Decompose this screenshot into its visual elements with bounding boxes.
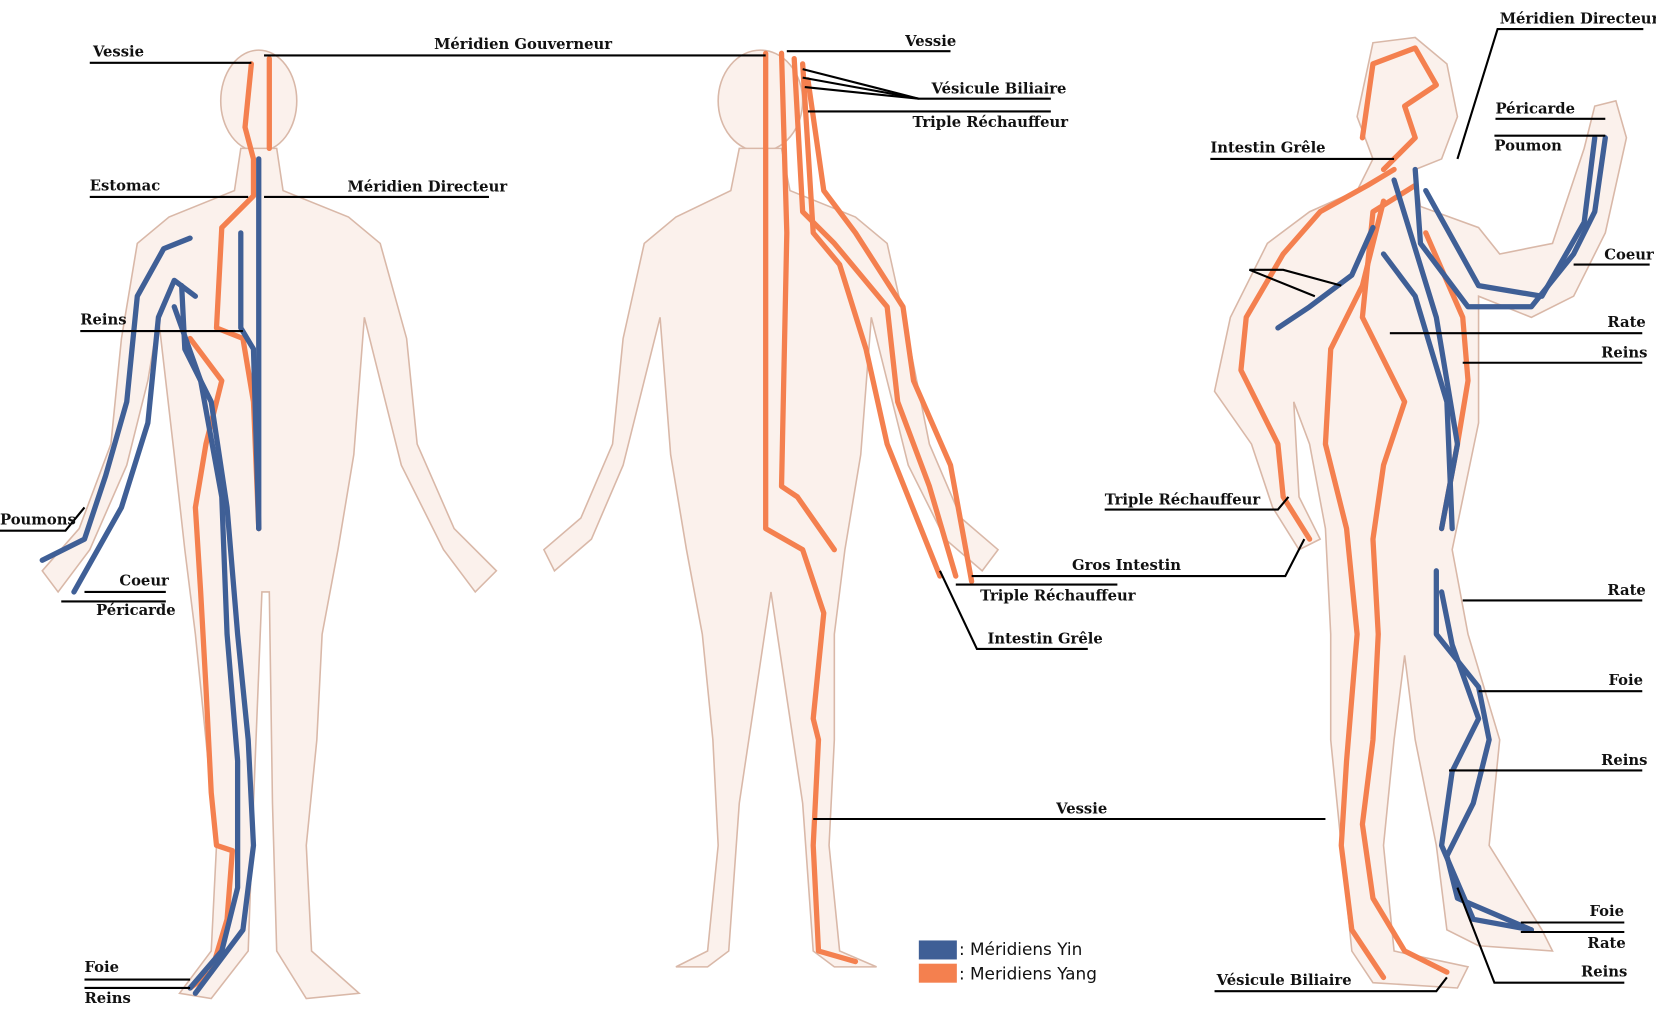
label-side-foie-knee: Foie [1608,672,1643,689]
label-front-estomac: Estomac [90,178,160,195]
label-back-vessie: Vessie [904,33,956,50]
label-front-pericarde: Péricarde [96,602,176,619]
label-side-pericarde: Péricarde [1495,101,1575,118]
label-side-poumon: Poumon [1494,137,1562,154]
label-back-intestin-grele: Intestin Grêle [987,631,1102,648]
label-front-foie: Foie [84,959,119,976]
legend-yang-swatch [918,963,957,983]
label-side-reins-foot: Reins [1581,963,1627,980]
label-side-reins-chest: Reins [1601,344,1647,361]
label-front-reins: Reins [80,312,126,329]
label-back-vesicule-biliaire: Vésicule Biliaire [931,80,1067,97]
label-gros-intestin: Gros Intestin [1072,557,1181,574]
label-side-intestin-grele: Intestin Grêle [1210,140,1325,157]
legend-yin-swatch [918,940,957,960]
labels: Vessie Méridien Gouverneur Estomac Mérid… [0,11,1656,1007]
label-side-foie-foot: Foie [1589,903,1624,920]
back-body-figure [542,49,1000,968]
legend-yin-label: : Méridiens Yin [959,939,1082,959]
label-side-rate-thigh: Rate [1607,582,1645,599]
label-front-coeur: Coeur [119,573,169,590]
legend-yang-label: : Meridiens Yang [959,964,1097,984]
label-front-vessie: Vessie [92,43,144,60]
label-back-triple-rechauffeur-hand: Triple Réchauffeur [980,587,1136,604]
front-body-figure [41,49,498,1000]
label-side-vesicule-biliaire: Vésicule Biliaire [1216,972,1352,989]
label-side-reins-leg: Reins [1601,752,1647,769]
label-front-poumons: Poumons [0,511,76,528]
label-side-triple-rechauffeur: Triple Réchauffeur [1105,491,1261,508]
side-body-figure [1213,36,1628,989]
label-front-meridien-directeur: Méridien Directeur [347,179,507,196]
label-side-coeur: Coeur [1604,246,1654,263]
label-side-rate-foot: Rate [1587,935,1625,952]
label-back-triple-rechauffeur-head: Triple Réchauffeur [912,114,1068,131]
legend: : Méridiens Yin : Meridiens Yang [918,939,1097,984]
label-front-reins-foot: Reins [84,990,130,1007]
label-side-rate-chest: Rate [1607,314,1645,331]
label-back-vessie-leg: Vessie [1055,801,1107,818]
leader-lines [0,27,1650,993]
label-side-meridien-directeur: Méridien Directeur [1500,11,1656,28]
label-meridien-gouverneur: Méridien Gouverneur [434,36,612,53]
